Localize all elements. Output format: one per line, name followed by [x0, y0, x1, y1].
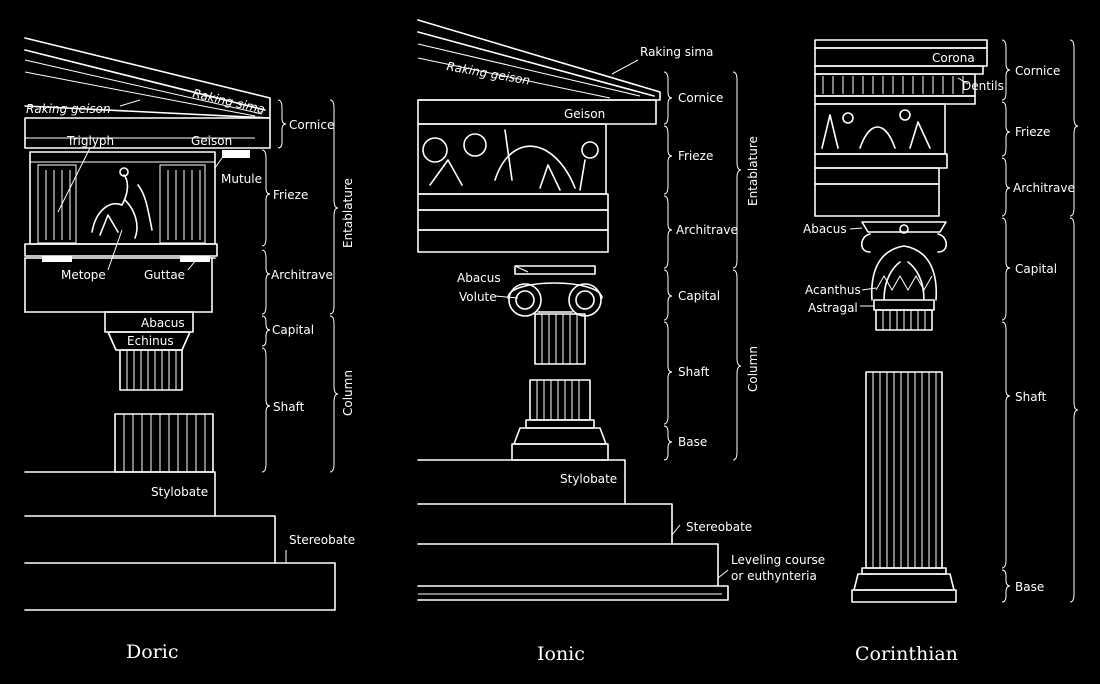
ionic-base-label: Base	[678, 435, 707, 449]
corinthian-astragal-label: Astragal	[808, 301, 858, 315]
doric-abacus-label: Abacus	[141, 316, 185, 330]
ionic-drawing	[417, 19, 742, 601]
corinthian-shaft-label: Shaft	[1015, 390, 1047, 404]
doric-geison-label: Geison	[191, 134, 232, 148]
doric-stereobate-label: Stereobate	[289, 533, 355, 547]
ionic-raking-sima-label: Raking sima	[640, 45, 713, 59]
ionic-frieze-label: Frieze	[678, 149, 713, 163]
corinthian-drawing	[814, 39, 1079, 603]
doric-metope-label: Metope	[61, 268, 106, 282]
doric-cornice-label: Cornice	[289, 118, 334, 132]
corinthian-abacus-label: Abacus	[803, 222, 847, 236]
doric-echinus-label: Echinus	[127, 334, 174, 348]
doric-raking-sima-label: Raking sima	[191, 86, 266, 116]
doric-triglyph-label: Triglyph	[66, 134, 114, 148]
ionic-raking-geison-label: Raking geison	[445, 59, 531, 87]
doric-shaft-label: Shaft	[273, 400, 305, 414]
corinthian-title: Corinthian	[855, 643, 958, 665]
ionic-column-label: Column	[746, 346, 760, 392]
corinthian-cornice-label: Cornice	[1015, 64, 1060, 78]
ionic-entablature-label: Entablature	[746, 136, 760, 206]
doric-title: Doric	[126, 641, 178, 663]
doric-mutule-label: Mutule	[221, 172, 262, 186]
ionic-volute-label: Volute	[459, 290, 497, 304]
doric-architrave-label: Architrave	[271, 268, 333, 282]
ionic-architrave-label: Architrave	[676, 223, 738, 237]
doric-guttae-label: Guttae	[144, 268, 185, 282]
corinthian-acanthus-label: Acanthus	[805, 283, 861, 297]
doric-raking-geison-label: Raking geison	[26, 102, 111, 116]
corinthian-frieze-label: Frieze	[1015, 125, 1050, 139]
corinthian-corona-label: Corona	[932, 51, 975, 65]
ionic-cornice-label: Cornice	[678, 91, 723, 105]
doric-stylobate-label: Stylobate	[151, 485, 208, 499]
ionic-leveling-line2: or euthynteria	[731, 569, 817, 583]
doric-entablature-label: Entablature	[341, 178, 355, 248]
doric-column-label: Column	[341, 370, 355, 416]
ionic-shaft-label: Shaft	[678, 365, 710, 379]
doric-drawing	[24, 37, 339, 611]
ionic-abacus-label: Abacus	[457, 271, 501, 285]
doric-frieze-label: Frieze	[273, 188, 308, 202]
corinthian-capital-label: Capital	[1015, 262, 1057, 276]
ionic-geison-label: Geison	[564, 107, 605, 121]
ionic-capital-label: Capital	[678, 289, 720, 303]
ionic-stylobate-label: Stylobate	[560, 472, 617, 486]
corinthian-architrave-label: Architrave	[1013, 181, 1075, 195]
ionic-title: Ionic	[537, 643, 585, 665]
ionic-stereobate-label: Stereobate	[686, 520, 752, 534]
corinthian-base-label: Base	[1015, 580, 1044, 594]
corinthian-dentils-label: Dentils	[962, 79, 1004, 93]
ionic-leveling-line1: Leveling course	[731, 553, 825, 567]
doric-capital-label: Capital	[272, 323, 314, 337]
